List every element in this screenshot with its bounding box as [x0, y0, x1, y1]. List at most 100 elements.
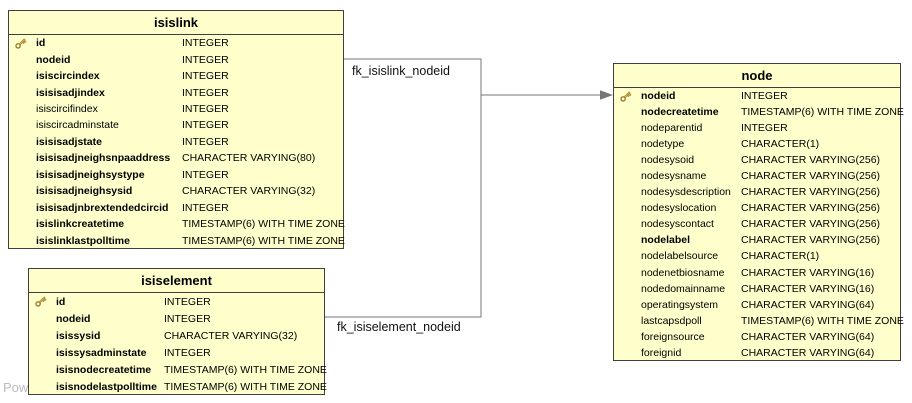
relationship-label-fk-isislink-nodeid: fk_isislink_nodeid [352, 64, 450, 78]
column-name: nodeid [36, 53, 71, 66]
watermark-text: Pow [3, 380, 29, 395]
table-row: nodedomainname CHARACTER VARYING(16) [614, 281, 900, 297]
table-row: id INTEGER [29, 293, 324, 310]
column-name: nodelabelsource [641, 250, 719, 263]
table-row: isisisadjnbrextendedcircid INTEGER [9, 200, 343, 216]
primary-key-icon [34, 295, 56, 308]
column-type: INTEGER [182, 135, 229, 148]
column-name: nodetype [641, 138, 685, 151]
table-row: isisisadjindex INTEGER [9, 84, 343, 100]
arrowhead-icon [600, 90, 613, 100]
column-type: INTEGER [182, 168, 229, 181]
table-row: foreignsource CHARACTER VARYING(64) [614, 329, 900, 345]
table-row: nodelabel CHARACTER VARYING(256) [614, 232, 900, 248]
column-name: id [36, 37, 46, 50]
column-name: isiscircadminstate [36, 119, 119, 132]
column-type: CHARACTER(1) [741, 138, 820, 151]
column-type: INTEGER [164, 312, 211, 325]
column-type: TIMESTAMP(6) WITH TIME ZONE [741, 106, 904, 119]
table-row: nodeid INTEGER [9, 51, 343, 67]
column-name: isisisadjnbrextendedcircid [36, 201, 169, 214]
column-name: nodecreatetime [641, 106, 719, 119]
table-row: isisisadjneighsysid CHARACTER VARYING(32… [9, 183, 343, 199]
column-name: nodesyslocation [641, 202, 717, 215]
column-name: isisisadjneighsystype [36, 168, 145, 181]
column-name: isissysid [56, 329, 101, 342]
table-row: isisisadjneighsystype INTEGER [9, 167, 343, 183]
table-row: isisnodecreatetime TIMESTAMP(6) WITH TIM… [29, 361, 327, 378]
column-type: CHARACTER(1) [741, 250, 820, 263]
primary-key-icon [619, 90, 641, 103]
column-type: INTEGER [182, 86, 229, 99]
table-row: isissysid CHARACTER VARYING(32) [29, 327, 324, 344]
column-type: CHARACTER VARYING(256) [741, 154, 881, 167]
column-type: INTEGER [182, 201, 229, 214]
table-row: isiscircadminstate INTEGER [9, 117, 343, 133]
table-row: isiscircindex INTEGER [9, 68, 343, 84]
table-row: nodenetbiosname CHARACTER VARYING(16) [614, 265, 900, 281]
table-row: nodetype CHARACTER(1) [614, 136, 900, 152]
column-name: isisnodecreatetime [56, 363, 152, 376]
table-row: operatingsystem CHARACTER VARYING(64) [614, 297, 900, 313]
column-type: CHARACTER VARYING(32) [164, 329, 298, 342]
column-name: lastcapsdpoll [641, 314, 702, 327]
table-row: id INTEGER [9, 35, 343, 51]
table-row: isislinklastpolltime TIMESTAMP(6) WITH T… [9, 232, 345, 248]
table-node[interactable]: node nodeid [613, 63, 904, 361]
column-type: TIMESTAMP(6) WITH TIME ZONE [741, 314, 904, 327]
column-name: id [56, 295, 66, 308]
table-row: isisisadjstate INTEGER [9, 134, 343, 150]
table-row: isiscircifindex INTEGER [9, 101, 343, 117]
table-body: id INTEGER [29, 293, 327, 395]
column-type: TIMESTAMP(6) WITH TIME ZONE [164, 363, 327, 376]
table-title-isislink: isislink [9, 11, 343, 35]
table-isiselement[interactable]: isiselement id [28, 268, 327, 395]
column-name: nodedomainname [641, 282, 726, 295]
column-name: nodesysoid [641, 154, 695, 167]
column-type: CHARACTER VARYING(256) [741, 202, 881, 215]
table-body: nodeid INTEGER [614, 88, 904, 361]
column-type: CHARACTER VARYING(64) [741, 330, 875, 343]
table-row: nodesysname CHARACTER VARYING(256) [614, 168, 900, 184]
column-type: CHARACTER VARYING(32) [182, 185, 316, 198]
table-row: nodeparentid INTEGER [614, 120, 900, 136]
column-name: nodelabel [641, 234, 691, 247]
table-body: id INTEGER [9, 35, 345, 249]
column-type: INTEGER [741, 90, 788, 103]
table-row: isissysadminstate INTEGER [29, 344, 324, 361]
table-row: lastcapsdpoll TIMESTAMP(6) WITH TIME ZON… [614, 313, 904, 329]
column-type: CHARACTER VARYING(256) [741, 186, 881, 199]
column-name: nodesysname [641, 170, 707, 183]
table-isislink[interactable]: isislink id [8, 10, 345, 249]
column-name: nodesyscontact [641, 218, 714, 231]
column-type: INTEGER [182, 119, 229, 132]
column-name: nodeid [56, 312, 91, 325]
column-name: isiscircindex [36, 70, 100, 83]
column-type: CHARACTER VARYING(16) [741, 266, 875, 279]
column-type: INTEGER [164, 346, 211, 359]
column-name: foreignsource [641, 330, 705, 343]
column-type: CHARACTER VARYING(16) [741, 282, 875, 295]
column-name: isislinklastpolltime [36, 234, 130, 247]
column-type: CHARACTER VARYING(64) [741, 298, 875, 311]
column-type: CHARACTER VARYING(256) [741, 170, 881, 183]
column-name: nodesysdescription [641, 186, 731, 199]
fk-isislink-nodeid-line [344, 58, 601, 96]
relationship-label-fk-isiselement-nodeid: fk_isiselement_nodeid [337, 320, 461, 334]
column-type: CHARACTER VARYING(256) [741, 218, 881, 231]
column-type: TIMESTAMP(6) WITH TIME ZONE [182, 218, 345, 231]
table-row: isisnodelastpolltime TIMESTAMP(6) WITH T… [29, 378, 327, 395]
column-name: isisisadjneighsnpaaddress [36, 152, 171, 165]
column-name: isiscircifindex [36, 103, 98, 116]
column-name: isisisadjstate [36, 135, 102, 148]
column-name: operatingsystem [641, 298, 719, 311]
column-type: INTEGER [182, 53, 229, 66]
table-row: nodesyslocation CHARACTER VARYING(256) [614, 200, 900, 216]
column-name: foreignid [641, 346, 682, 359]
column-name: nodeid [641, 90, 676, 103]
column-name: isisnodelastpolltime [56, 380, 157, 393]
column-name: isissysadminstate [56, 346, 147, 359]
table-title-isiselement: isiselement [29, 269, 324, 293]
